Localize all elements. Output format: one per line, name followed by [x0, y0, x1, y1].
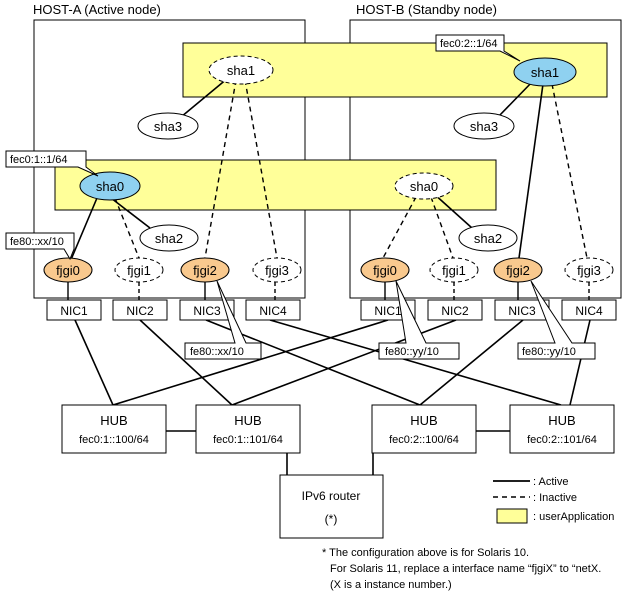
sha2-a-node — [139, 224, 199, 252]
links-host-b — [432, 79, 544, 259]
callouts — [5, 34, 596, 360]
links-host-b-inactive — [382, 83, 588, 259]
hub-1-label: HUB — [100, 413, 127, 428]
legend-inactive-label: : Inactive — [533, 492, 577, 504]
hub-2-label: HUB — [234, 413, 261, 428]
links-host-a-inactive — [114, 79, 278, 259]
sha3-b-label: sha3 — [470, 119, 498, 134]
nic3-b-label: NIC3 — [508, 304, 536, 318]
sha2-b-node — [458, 224, 518, 252]
hub-3-address: fec0:2::100/64 — [389, 434, 459, 446]
hub-4-address: fec0:2::101/64 — [527, 434, 597, 446]
fjgi0-a-node — [43, 257, 93, 283]
hub-2-address: fec0:1::101/64 — [213, 434, 283, 446]
nic1-b-label: NIC1 — [374, 304, 402, 318]
sha0-a-node — [79, 171, 141, 201]
nic2-a-label: NIC2 — [126, 304, 154, 318]
sha3-a-label: sha3 — [154, 119, 182, 134]
nic2-b-label: NIC2 — [441, 304, 469, 318]
sha2-b-label: sha2 — [474, 231, 502, 246]
legend-user-app-label: : userApplication — [533, 511, 614, 523]
fjgi1-a-node — [114, 257, 164, 283]
fjgi3-b-label: fjgi3 — [577, 263, 601, 278]
sha1-a-node — [208, 55, 274, 85]
hub-boxes — [61, 404, 615, 454]
fjgi2-a-node — [180, 257, 230, 283]
hub-3-label: HUB — [410, 413, 437, 428]
host-b-title: HOST-B (Standby node) — [356, 2, 497, 17]
nic4-a-label: NIC4 — [259, 304, 287, 318]
sha1-a-label: sha1 — [227, 63, 255, 78]
host-a-title: HOST-A (Active node) — [33, 2, 161, 17]
legend-user-app-swatch — [496, 508, 528, 524]
footnote-line-3: (X is a instance number.) — [330, 579, 452, 591]
links-host-a — [69, 77, 229, 263]
fjgi1-b-label: fjgi1 — [442, 263, 466, 278]
sha1-b-address: fec0:2::1/64 — [440, 38, 498, 50]
legend-active-label: : Active — [533, 476, 568, 488]
fjgi1-a-label: fjgi1 — [127, 263, 151, 278]
fjgi0-a-address: fe80::xx/10 — [10, 236, 64, 248]
ipv6-router-note: (*) — [325, 512, 338, 526]
sha0-b-label: sha0 — [410, 179, 438, 194]
fjgi2-b-label: fjgi2 — [506, 263, 530, 278]
fjgi3-a-node — [252, 257, 302, 283]
hub-1-address: fec0:1::100/64 — [79, 434, 149, 446]
sha3-a-node — [137, 112, 199, 140]
sha0-b-node — [394, 172, 454, 200]
fjgi0-b-node — [360, 257, 410, 283]
fjgi0-b-address: fe80::yy/10 — [385, 346, 439, 358]
nic4-b-label: NIC4 — [575, 304, 603, 318]
nic1-a-label: NIC1 — [60, 304, 88, 318]
fjgi-nic-links — [67, 282, 519, 300]
fjgi1-b-node — [429, 257, 479, 283]
sha3-b-node — [453, 112, 515, 140]
footnote-line-2: For Solaris 11, replace a interface name… — [330, 563, 601, 575]
cables — [74, 319, 591, 475]
fjgi2-b-node — [493, 257, 543, 283]
ipv6-router-box — [279, 474, 384, 539]
sha0-a-label: sha0 — [96, 179, 124, 194]
sha2-a-label: sha2 — [155, 231, 183, 246]
fjgi0-a-label: fjgi0 — [56, 263, 80, 278]
ipv6-router-label: IPv6 router — [302, 489, 361, 503]
fjgi0-b-label: fjgi0 — [373, 263, 397, 278]
fjgi-nic-links-inactive — [138, 282, 590, 300]
footnote-line-1: * The configuration above is for Solaris… — [322, 547, 529, 559]
nic-boxes — [46, 299, 617, 321]
nic3-a-label: NIC3 — [193, 304, 221, 318]
sha0-a-address: fec0:1::1/64 — [10, 154, 68, 166]
fjgi3-a-label: fjgi3 — [265, 263, 289, 278]
sha1-b-label: sha1 — [531, 65, 559, 80]
hub-4-label: HUB — [548, 413, 575, 428]
fjgi2-a-address: fe80::xx/10 — [190, 346, 244, 358]
fjgi3-b-node — [564, 257, 614, 283]
fjgi2-b-address: fe80::yy/10 — [522, 346, 576, 358]
fjgi2-a-label: fjgi2 — [193, 263, 217, 278]
sha1-b-node — [513, 57, 577, 87]
